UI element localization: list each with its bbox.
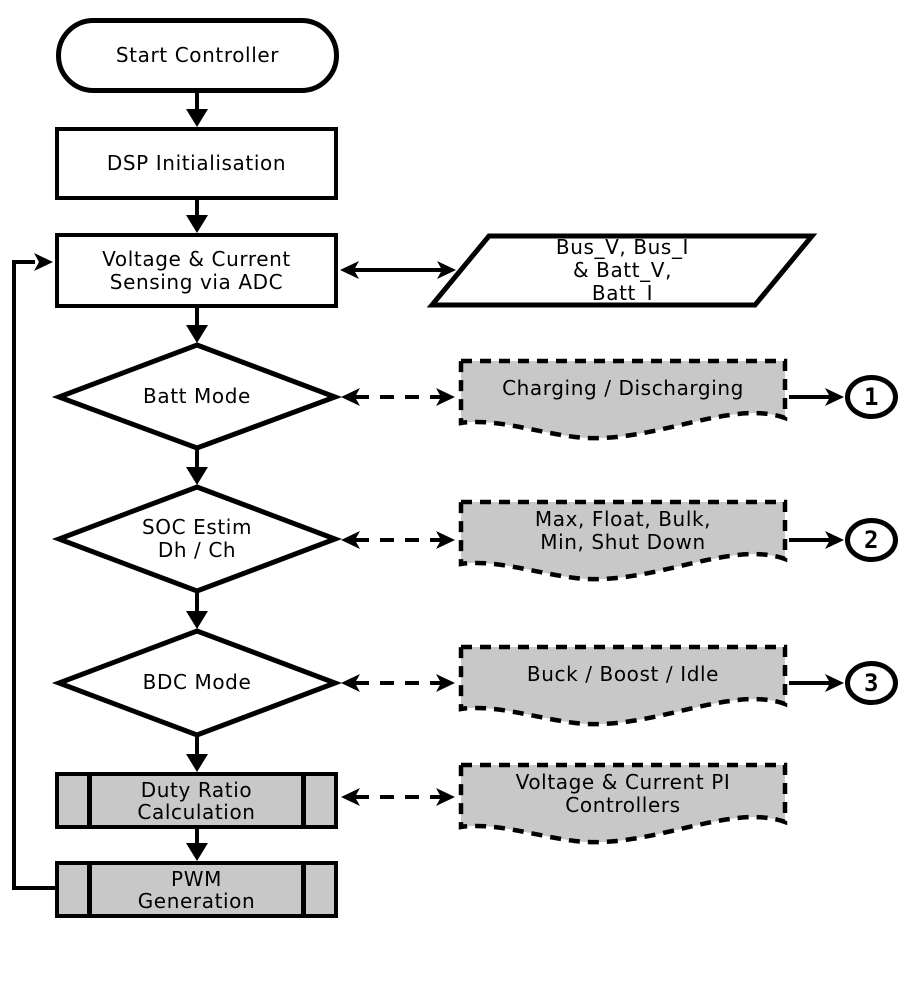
charging-discharging-label: Charging / Discharging — [502, 375, 744, 400]
node-bus-data: Bus_V, Bus_I & Batt_V, Batt_I — [455, 234, 790, 306]
doc-soc-levels: Max, Float, Bulk, Min, Shut Down — [462, 503, 784, 559]
pi-controllers-document-shape — [458, 762, 788, 845]
node-start-controller: Start Controller — [56, 18, 339, 93]
node-pwm-generation: PWM Generation — [55, 861, 338, 918]
adc-sensing-label-line2: Sensing via ADC — [109, 269, 284, 294]
connector-1: 1 — [845, 375, 898, 419]
dsp-initialisation-label: DSP Initialisation — [106, 151, 287, 175]
soc-estim-diamond — [51, 484, 343, 594]
soc-levels-label-line2: Min, Shut Down — [540, 530, 706, 554]
doc-bdc-modes: Buck / Boost / Idle — [462, 648, 784, 700]
pwm-generation-right-bar — [301, 865, 306, 914]
node-adc-sensing: Voltage & Current Sensing via ADC — [55, 233, 338, 308]
pwm-generation-left-bar — [87, 865, 92, 914]
node-duty-ratio: Duty Ratio Calculation — [55, 772, 338, 829]
batt-mode-diamond — [51, 342, 343, 451]
soc-levels-label-line1: Max, Float, Bulk, — [534, 507, 712, 531]
bus-data-label-line2: & Batt_V, — [572, 257, 673, 282]
bdc-modes-label: Buck / Boost / Idle — [526, 661, 720, 686]
connector-1-label: 1 — [863, 383, 880, 411]
arrowheads — [34, 109, 844, 861]
connector-3-label: 3 — [863, 669, 880, 697]
soc-levels-document-shape — [458, 499, 788, 582]
duty-ratio-label-line1: Duty Ratio — [140, 777, 253, 802]
bdc-mode-diamond — [51, 628, 343, 738]
duty-ratio-right-bar — [301, 776, 306, 825]
adc-sensing-label-line1: Voltage & Current — [102, 246, 291, 271]
start-controller-label: Start Controller — [115, 43, 280, 67]
bdc-mode-label: BDC Mode — [142, 670, 252, 694]
duty-ratio-label-line2: Calculation — [137, 799, 256, 824]
batt-mode-label: Batt Mode — [143, 384, 251, 408]
duty-ratio-left-bar — [87, 776, 92, 825]
node-dsp-initialisation: DSP Initialisation — [55, 127, 338, 200]
bus-data-label-line1: Bus_V, Bus_I — [555, 234, 690, 259]
connector-2-label: 2 — [863, 526, 880, 554]
pwm-generation-label-line2: Generation — [137, 888, 256, 913]
connector-3: 3 — [845, 661, 898, 705]
bus-data-label-line3: Batt_I — [591, 280, 654, 305]
node-soc-estim: SOC Estim Dh / Ch — [57, 485, 337, 593]
doc-pi-controllers: Voltage & Current PI Controllers — [462, 766, 784, 822]
connector-2: 2 — [845, 518, 898, 562]
bus-data-parallelogram — [426, 233, 818, 308]
soc-estim-label-line1: SOC Estim — [141, 515, 253, 539]
soc-estim-label-line2: Dh / Ch — [157, 538, 237, 562]
node-batt-mode: Batt Mode — [57, 343, 337, 450]
doc-charging-discharging: Charging / Discharging — [462, 362, 784, 414]
feedback-pwm-to-adc — [12, 260, 55, 890]
pi-controllers-label-line2: Controllers — [565, 793, 681, 817]
node-bdc-mode: BDC Mode — [57, 629, 337, 736]
pwm-generation-label-line1: PWM — [171, 866, 222, 891]
bdc-modes-document-shape — [458, 644, 788, 727]
pi-controllers-label-line1: Voltage & Current PI — [515, 770, 731, 794]
charging-document-shape — [458, 358, 788, 441]
